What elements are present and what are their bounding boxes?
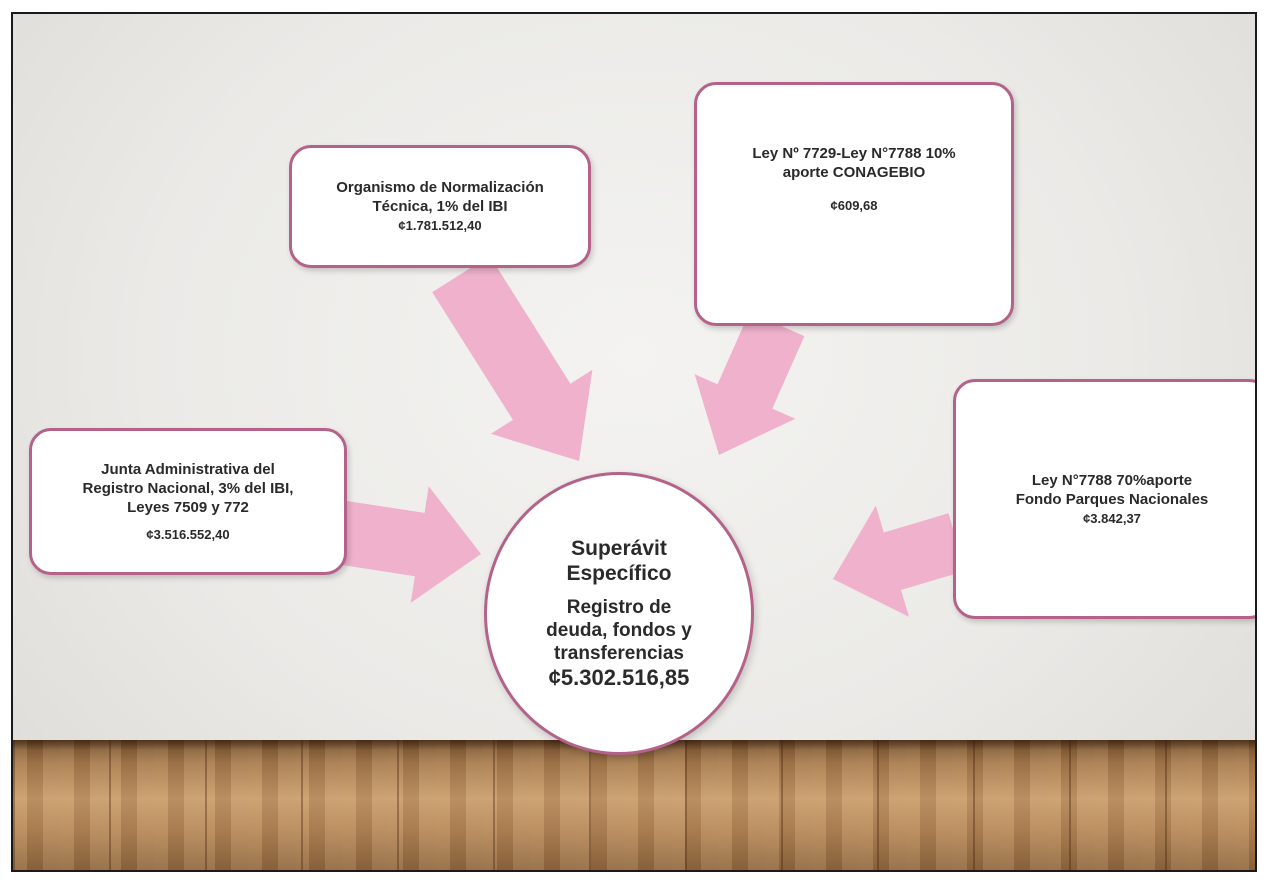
conagebio-amount: ¢609,68 <box>830 197 878 213</box>
box-normalizacion: Organismo de Normalización Técnica, 1% d… <box>289 145 591 268</box>
center-circle: Superávit Específico Registro de deuda, … <box>484 472 754 755</box>
box-conagebio: Ley Nº 7729-Ley N°7788 10% aporte CONAGE… <box>694 82 1014 326</box>
junta-line-2: Registro Nacional, 3% del IBI, <box>82 479 294 497</box>
parques-line-1: Ley N°7788 70%aporte <box>1031 471 1193 489</box>
center-amount: ¢5.302.516,85 <box>548 665 690 690</box>
normalizacion-line-1: Organismo de Normalización <box>336 179 544 196</box>
junta-amount: ¢3.516.552,40 <box>146 526 230 542</box>
slide: Organismo de Normalización Técnica, 1% d… <box>11 12 1257 872</box>
parques-line-2: Fondo Parques Nacionales <box>1015 490 1209 508</box>
arrow-from-parques <box>833 505 966 617</box>
conagebio-line-2: aporte CONAGEBIO <box>782 163 926 181</box>
arrows-layer <box>333 255 966 617</box>
junta-line-1: Junta Administrativa del <box>101 460 275 478</box>
junta-line-3: Leyes 7509 y 772 <box>127 498 249 516</box>
center-subtitle-line-2: deuda, fondos y <box>546 620 692 641</box>
center-subtitle-line-1: Registro de <box>566 597 672 618</box>
normalizacion-line-2: Técnica, 1% del IBI <box>372 198 508 215</box>
parques-amount: ¢3.842,37 <box>1083 510 1141 526</box>
box-junta: Junta Administrativa del Registro Nacion… <box>29 428 347 575</box>
center-title-line-1: Superávit <box>571 537 667 560</box>
box-parques: Ley N°7788 70%aporte Fondo Parques Nacio… <box>953 379 1255 619</box>
conagebio-line-1: Ley Nº 7729-Ley N°7788 10% <box>752 144 956 162</box>
arrow-from-conagebio <box>694 311 805 455</box>
normalizacion-amount: ¢1.781.512,40 <box>398 218 482 233</box>
center-subtitle-line-3: transferencias <box>554 643 684 664</box>
arrow-from-junta <box>333 486 481 603</box>
arrow-from-normalizacion <box>432 255 593 461</box>
center-title-line-2: Específico <box>566 562 672 585</box>
